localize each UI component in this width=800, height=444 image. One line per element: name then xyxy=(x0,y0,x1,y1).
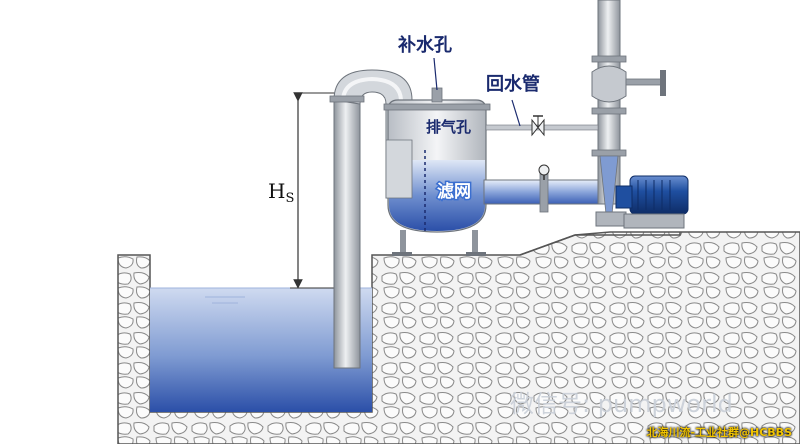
fill-hole-label: 补水孔 xyxy=(397,34,452,56)
filter-label: 滤网 xyxy=(437,181,471,202)
head-dimension: HS xyxy=(268,92,335,289)
head-subscript: S xyxy=(285,191,294,206)
head-label: HS xyxy=(268,179,294,206)
head-symbol: H xyxy=(268,179,285,203)
return-pipe xyxy=(485,115,599,137)
credit-text: 北海川流-工业社群@HCBBS xyxy=(646,426,792,439)
callout-lines xyxy=(433,57,521,127)
return-pipe-label: 回水管 xyxy=(486,73,540,95)
vent-hole-label: 排气孔 xyxy=(426,118,471,136)
watermark-text: 微信号: pumpworld xyxy=(510,390,733,418)
pump-pipework xyxy=(483,0,666,227)
motor xyxy=(615,175,689,229)
priming-tank xyxy=(383,87,491,256)
